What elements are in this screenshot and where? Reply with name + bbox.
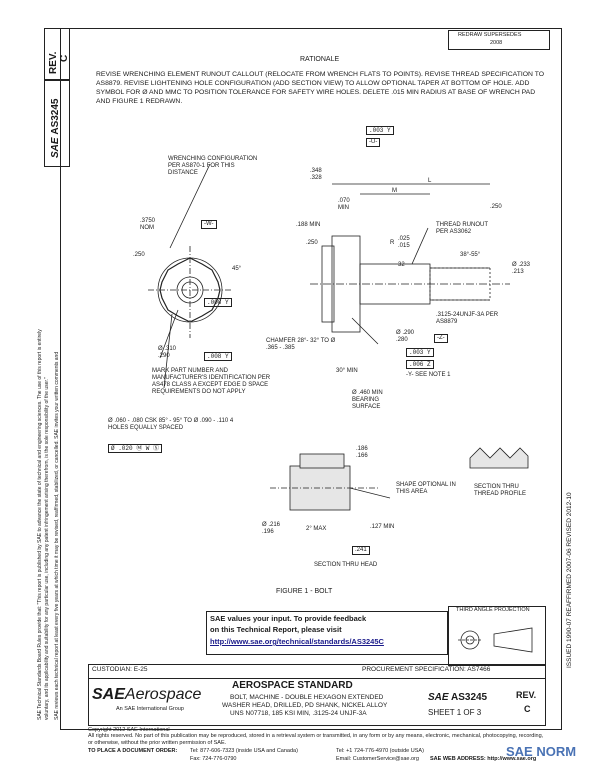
dim-r: R <box>390 240 395 246</box>
dim-32: 32 <box>398 262 405 268</box>
shape-optional: SHAPE OPTIONAL IN THIS AREA <box>396 482 456 495</box>
logo-sae: SAE <box>92 686 125 703</box>
rev-label-top: REV. <box>48 51 59 74</box>
third-angle-box <box>448 606 546 666</box>
fcf-003: .003 Y <box>366 126 394 135</box>
fcf-008-y-2: .008 Y <box>204 352 232 361</box>
email: Email: CustomerService@sae.org <box>336 756 419 762</box>
dim-186: .186 .166 <box>356 446 368 459</box>
section-thread-profile: SECTION THRU THREAD PROFILE <box>474 484 527 497</box>
thread-runout: THREAD RUNOUT PER AS3062 <box>436 222 488 235</box>
custodian: CUSTODIAN: E-25 <box>92 666 148 673</box>
see-note: -Y- SEE NOTE 1 <box>406 372 451 378</box>
tel-outside: Tel: +1 724-776-4970 (outside USA) <box>336 748 424 754</box>
rationale-body: REVISE WRENCHING ELEMENT RUNOUT CALLOUT … <box>96 71 545 105</box>
section-head-cap <box>299 453 345 469</box>
dim-l: L <box>428 178 432 184</box>
place-order: TO PLACE A DOCUMENT ORDER: <box>88 748 178 754</box>
dim-348: .348 .328 <box>310 168 322 181</box>
rationale-title: RATIONALE <box>300 56 340 63</box>
feedback-line-1: SAE values your input. To provide feedba… <box>210 614 367 623</box>
logo-subtitle: An SAE International Group <box>116 706 184 712</box>
logo-aero: Aerospace <box>124 686 202 703</box>
fcf-holes: Ø .020 Ⓜ W Ⓢ <box>108 444 163 453</box>
angle-45: 45° <box>232 266 242 272</box>
desc-line-1: BOLT, MACHINE - DOUBLE HEXAGON EXTENDED <box>230 694 384 701</box>
rev-value-top: C <box>59 54 70 62</box>
dim-dia-310: Ø .310 .290 <box>158 346 177 359</box>
figure-caption: FIGURE 1 - BOLT <box>276 588 333 595</box>
procurement-spec: PROCUREMENT SPECIFICATION: AS7466 <box>362 666 491 673</box>
title-sae-mark: SAE <box>428 692 449 703</box>
standard-heading: AEROSPACE STANDARD <box>232 680 353 691</box>
datum-u: -U- <box>366 138 381 147</box>
sheet-border <box>60 28 562 730</box>
tel: Tel: 877-606-7323 (inside USA and Canada… <box>190 748 298 754</box>
feedback-box <box>206 611 448 655</box>
supersede-stamp <box>448 30 550 50</box>
dim-025: .025 .015 <box>398 236 410 249</box>
doc-number-box-top <box>44 80 70 167</box>
holes-note: Ø .060 - .080 CSK 85° - 95° TO Ø .090 - … <box>108 418 234 431</box>
dim-233: Ø .233 .213 <box>512 262 531 275</box>
title-doc-text: AS3245 <box>450 692 488 703</box>
title-rev-value: C <box>524 704 531 714</box>
stamp-line-2: 2008 <box>490 40 503 46</box>
margin-text-1: SAE Technical Standards Board Rules prov… <box>37 329 43 720</box>
feedback-link[interactable]: http://www.sae.org/technical/standards/A… <box>210 637 384 646</box>
rev-box-top <box>44 28 70 80</box>
web-address: SAE WEB ADDRESS: http://www.sae.org <box>430 756 537 762</box>
chamfer-note: CHAMFER 28°- 32° TO Ø .365 - .385 <box>266 338 336 351</box>
dim-216: Ø .216 .196 <box>262 522 281 535</box>
third-angle-label: THIRD ANGLE PROJECTION <box>456 607 530 613</box>
dim-250c: .250 <box>490 204 502 210</box>
title-rev-label: REV. <box>516 690 537 700</box>
mark-note: MARK PART NUMBER AND MANUFACTURER'S IDEN… <box>152 368 271 395</box>
max-2: 2° MAX <box>306 526 327 532</box>
angle-38-55: 38°-55° <box>460 252 481 258</box>
dim-241: .241 <box>352 546 370 555</box>
wrenching-note: WRENCHING CONFIGURATION PER AS870-1 FOR … <box>168 156 258 176</box>
fcf-006: .006 Z <box>406 360 434 369</box>
watermark: SAE NORM <box>506 744 577 759</box>
section-thru-head: SECTION THRU HEAD <box>314 562 378 568</box>
desc-line-2: WASHER HEAD, DRILLED, PD SHANK, NICKEL A… <box>222 702 388 709</box>
sheet-number: SHEET 1 OF 3 <box>428 708 482 717</box>
feedback-line-2: on this Technical Report, please visit <box>210 625 342 634</box>
dim-127: .127 MIN <box>370 524 395 530</box>
copyright: Copyright 2012 SAE International <box>88 727 170 733</box>
rights: All rights reserved. No part of this pub… <box>88 733 544 746</box>
dim-nom: .3750 NOM <box>140 218 156 231</box>
stamp-line-1: REDRAW SUPERSEDES <box>458 32 522 38</box>
desc-line-3: UNS N07718, 185 KSI MIN, .3125-24 UNJF-3… <box>230 710 367 717</box>
double-hex-outline <box>159 257 221 323</box>
thread-spec: .3125-24UNJF-3A PER AS8879 <box>436 312 499 325</box>
title-doc-number: SAE AS3245 <box>428 692 487 703</box>
sae-logo: SAEAerospace <box>92 686 201 704</box>
fcf-008-y: .008 Y <box>204 298 232 307</box>
third-angle-symbol <box>458 627 533 653</box>
fax: Fax: 724-776-0790 <box>190 756 237 762</box>
datum-w: -W- <box>201 220 217 229</box>
bolt-drawing <box>148 163 529 511</box>
issue-history: ISSUED 1990-07 REAFFIRMED 2007-06 REVISE… <box>566 492 573 668</box>
bearing-note: Ø .460 MIN BEARING SURFACE <box>352 390 383 410</box>
dim-070: .070 MIN <box>338 198 350 211</box>
dim-188: .188 MIN <box>296 222 321 228</box>
margin-text-2: voluntary, and its applicability and sui… <box>44 377 50 720</box>
angle-30: 30° MIN <box>336 368 358 374</box>
thread-profile <box>469 447 529 469</box>
title-block <box>88 678 546 726</box>
dim-m: M <box>392 188 397 194</box>
dim-250b: .250 <box>306 240 318 246</box>
dim-250a: .250 <box>133 252 145 258</box>
dim-290: Ø .290 .280 <box>396 330 415 343</box>
fcf-003-y: .003 Y <box>406 348 434 357</box>
datum-z: -Z- <box>434 334 448 343</box>
